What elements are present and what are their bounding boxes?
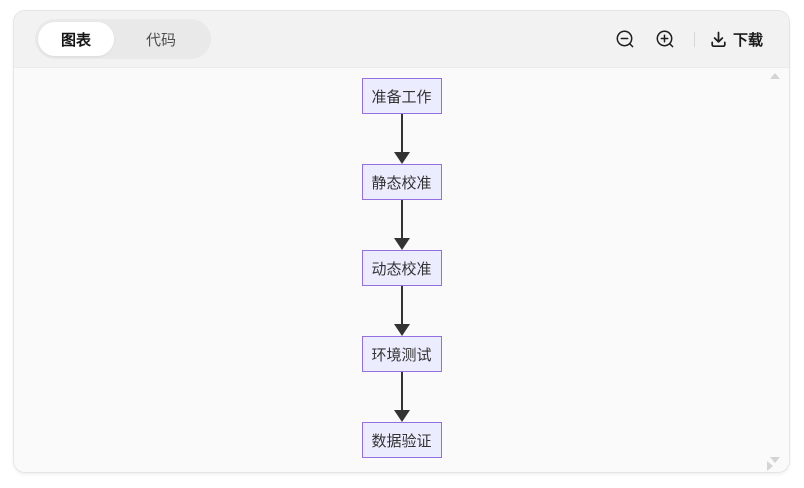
flowchart: 准备工作静态校准动态校准环境测试数据验证 (361, 78, 442, 458)
flow-node: 环境测试 (361, 336, 442, 372)
flow-node: 动态校准 (361, 250, 442, 286)
diagram-canvas[interactable]: 准备工作静态校准动态校准环境测试数据验证 (14, 68, 789, 472)
flow-edge-arrow (393, 200, 410, 250)
download-button[interactable]: 下载 (709, 29, 763, 50)
scroll-up-icon[interactable] (770, 73, 780, 79)
toolbar-divider (693, 31, 695, 47)
zoom-in-button[interactable] (654, 27, 678, 51)
download-icon (709, 30, 728, 49)
zoom-out-button[interactable] (614, 27, 638, 51)
flow-edge-arrow (393, 286, 410, 336)
flow-edge-arrow (393, 114, 410, 164)
download-label: 下载 (732, 31, 763, 49)
zoom-in-icon (655, 29, 676, 50)
tab-code[interactable]: 代码 (145, 31, 176, 49)
flow-node: 准备工作 (361, 78, 442, 114)
flow-edge-arrow (393, 372, 410, 422)
toolbar: 图表 代码 (14, 11, 789, 68)
zoom-out-icon (615, 29, 636, 50)
diagram-panel: 图表 代码 (13, 10, 790, 473)
scroll-right-icon[interactable] (767, 461, 773, 471)
flow-node: 数据验证 (361, 422, 442, 458)
view-tab-group: 图表 代码 (35, 19, 211, 59)
flow-node: 静态校准 (361, 164, 442, 200)
scroll-down-icon[interactable] (770, 457, 780, 463)
tab-chart[interactable]: 图表 (38, 22, 114, 56)
toolbar-controls: 下载 (614, 27, 763, 51)
